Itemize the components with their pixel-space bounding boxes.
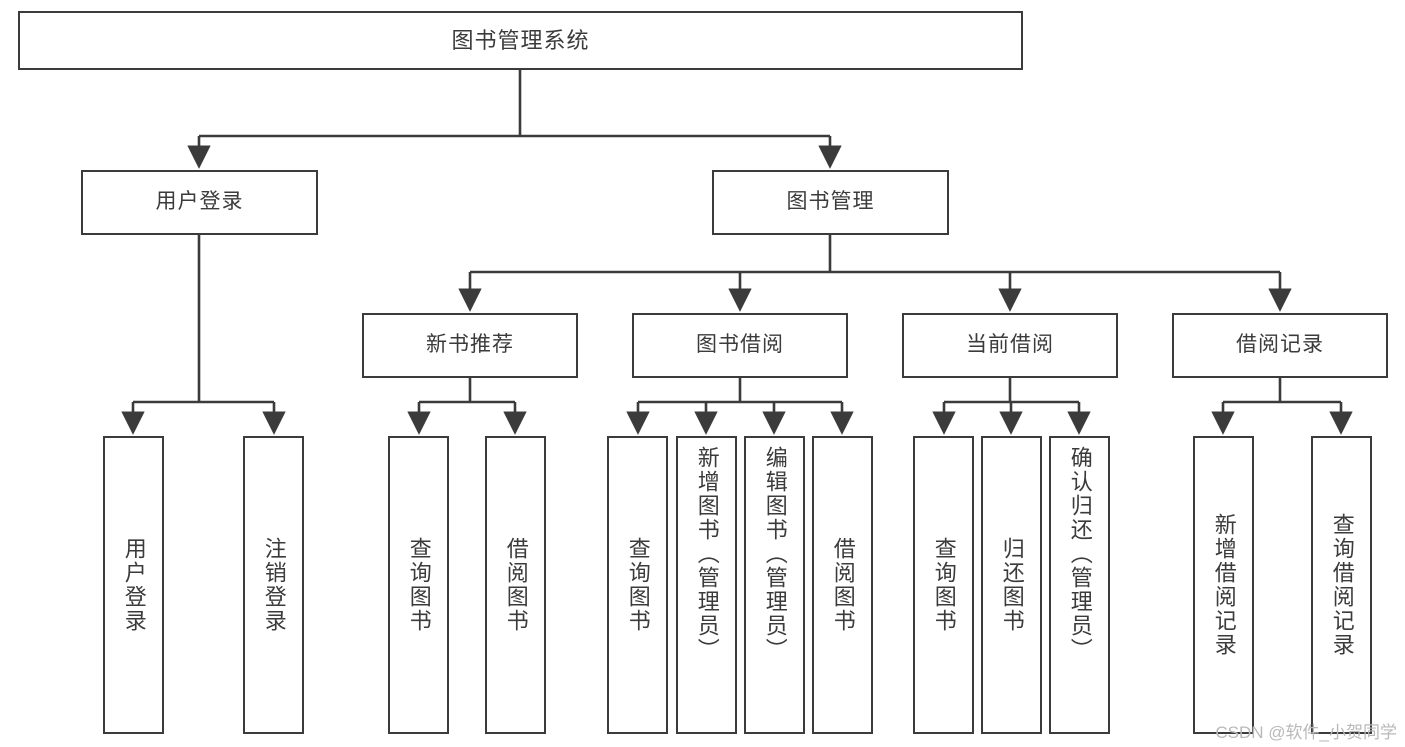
node-label: 新增图书（管理员）	[694, 446, 720, 662]
node-label: 当前借阅	[966, 333, 1054, 357]
leaf-add-borrow-record[interactable]: 新增借阅记录	[1193, 436, 1254, 734]
node-current-borrow[interactable]: 当前借阅	[902, 313, 1118, 378]
node-label: 新增借阅记录	[1211, 513, 1237, 657]
leaf-return-book[interactable]: 归还图书	[981, 436, 1042, 734]
node-label: 图书管理	[786, 190, 875, 214]
leaf-query-book-1[interactable]: 查询图书	[388, 436, 449, 734]
node-label: 确认归还（管理员）	[1067, 446, 1093, 662]
node-label: 查询图书	[406, 537, 432, 633]
leaf-query-book-3[interactable]: 查询图书	[913, 436, 974, 734]
node-book-borrow[interactable]: 图书借阅	[632, 313, 848, 378]
node-label: 借阅图书	[830, 537, 856, 633]
leaf-borrow-book-2[interactable]: 借阅图书	[812, 436, 873, 734]
node-label: 查询图书	[931, 537, 957, 633]
node-label: 用户登录	[121, 537, 147, 633]
node-label: 借阅图书	[503, 537, 529, 633]
node-label: 新书推荐	[426, 333, 514, 357]
node-label: 图书管理系统	[451, 27, 590, 53]
csdn-watermark: CSDN @软件_小贺同学	[1215, 723, 1397, 742]
leaf-borrow-book-1[interactable]: 借阅图书	[485, 436, 546, 734]
node-label: 图书借阅	[696, 333, 784, 357]
node-book-manage[interactable]: 图书管理	[712, 170, 949, 235]
node-label: 注销登录	[261, 537, 287, 633]
leaf-edit-book-admin[interactable]: 编辑图书（管理员）	[744, 436, 805, 734]
leaf-confirm-return-admin[interactable]: 确认归还（管理员）	[1049, 436, 1110, 734]
node-new-book-recommend[interactable]: 新书推荐	[362, 313, 578, 378]
node-borrow-record[interactable]: 借阅记录	[1172, 313, 1388, 378]
leaf-query-borrow-record[interactable]: 查询借阅记录	[1311, 436, 1372, 734]
node-label: 用户登录	[155, 190, 244, 214]
leaf-add-book-admin[interactable]: 新增图书（管理员）	[676, 436, 737, 734]
node-label: 借阅记录	[1236, 333, 1324, 357]
leaf-query-book-2[interactable]: 查询图书	[607, 436, 668, 734]
node-label: 查询图书	[625, 537, 651, 633]
node-root-system[interactable]: 图书管理系统	[18, 11, 1023, 70]
node-label: 编辑图书（管理员）	[762, 446, 788, 662]
node-label: 查询借阅记录	[1329, 513, 1355, 657]
node-user-login[interactable]: 用户登录	[81, 170, 318, 235]
leaf-logout-login[interactable]: 注销登录	[243, 436, 304, 734]
leaf-user-login[interactable]: 用户登录	[103, 436, 164, 734]
node-label: 归还图书	[999, 537, 1025, 633]
